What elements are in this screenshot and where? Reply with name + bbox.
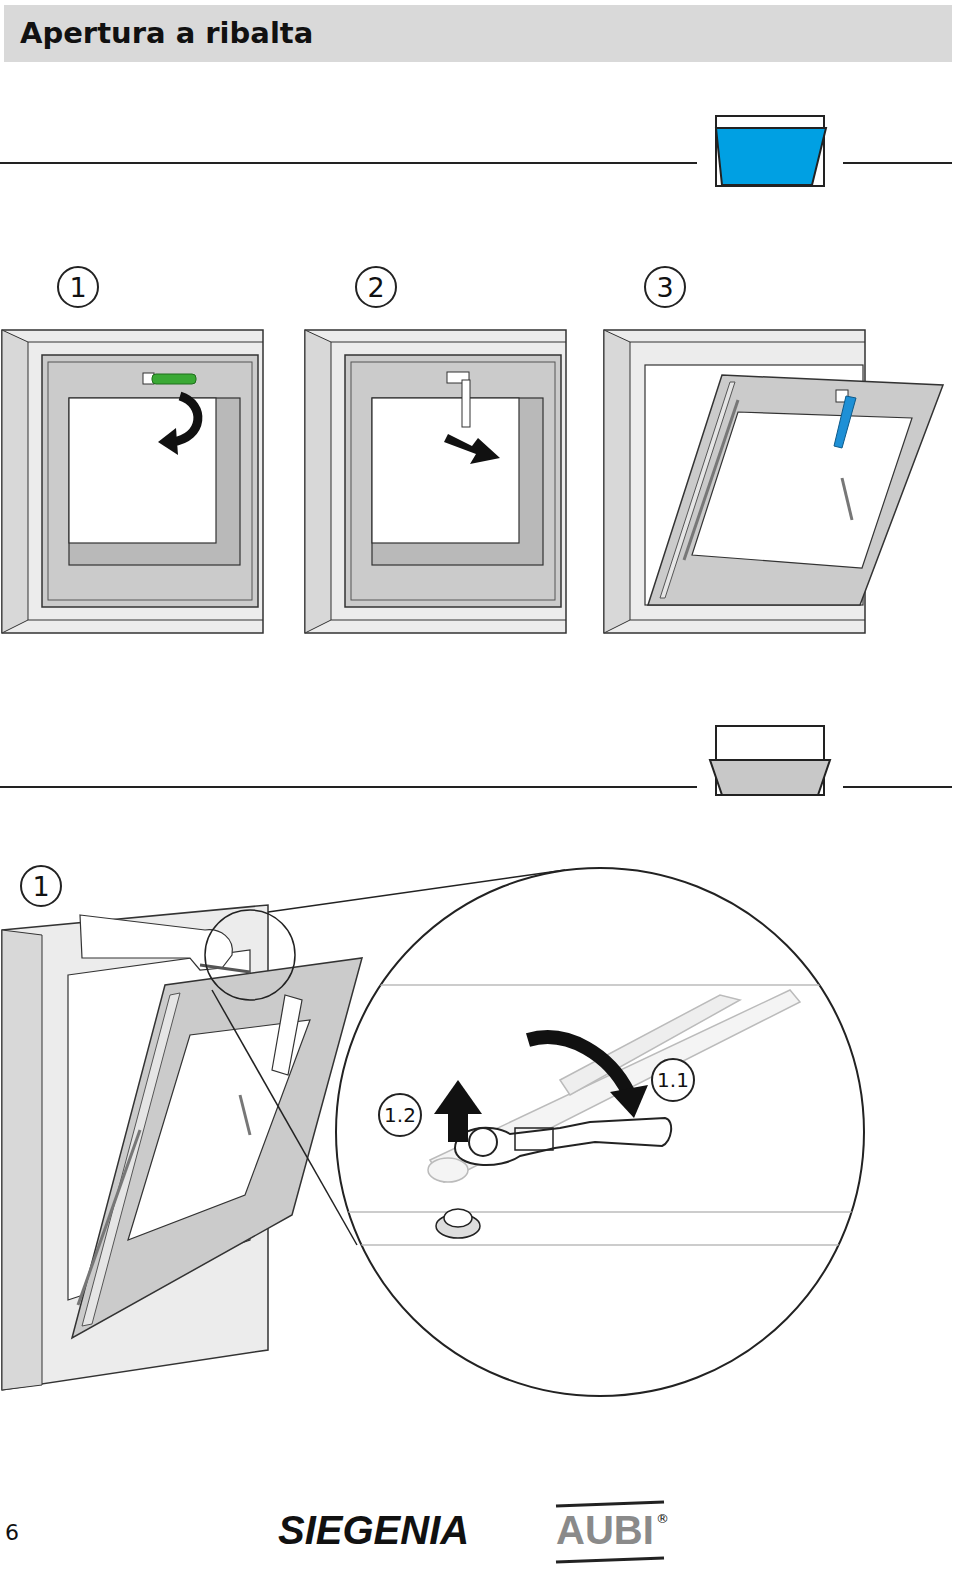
logo-text: AUBI [556,1510,654,1550]
step-number-circle: 3 [644,266,686,308]
step-number-circle: 1.1 [651,1058,695,1102]
step-number-circle: 1 [57,266,99,308]
page-number: 6 [5,1522,19,1544]
step-number-circle: 1 [20,865,62,907]
step-number-circle: 1.2 [378,1093,422,1137]
step-number: 2 [367,274,384,301]
page-title: Apertura a ribalta [20,16,313,50]
step-number: 3 [656,274,673,301]
step-number: 1.1 [657,1070,689,1090]
step-number-circle: 2 [355,266,397,308]
step-number: 1 [69,274,86,301]
step-number: 1 [32,873,49,900]
step-number: 1.2 [384,1105,416,1125]
logo-text: SIEGENIA [278,1510,469,1550]
registered-mark: ® [656,1512,669,1525]
